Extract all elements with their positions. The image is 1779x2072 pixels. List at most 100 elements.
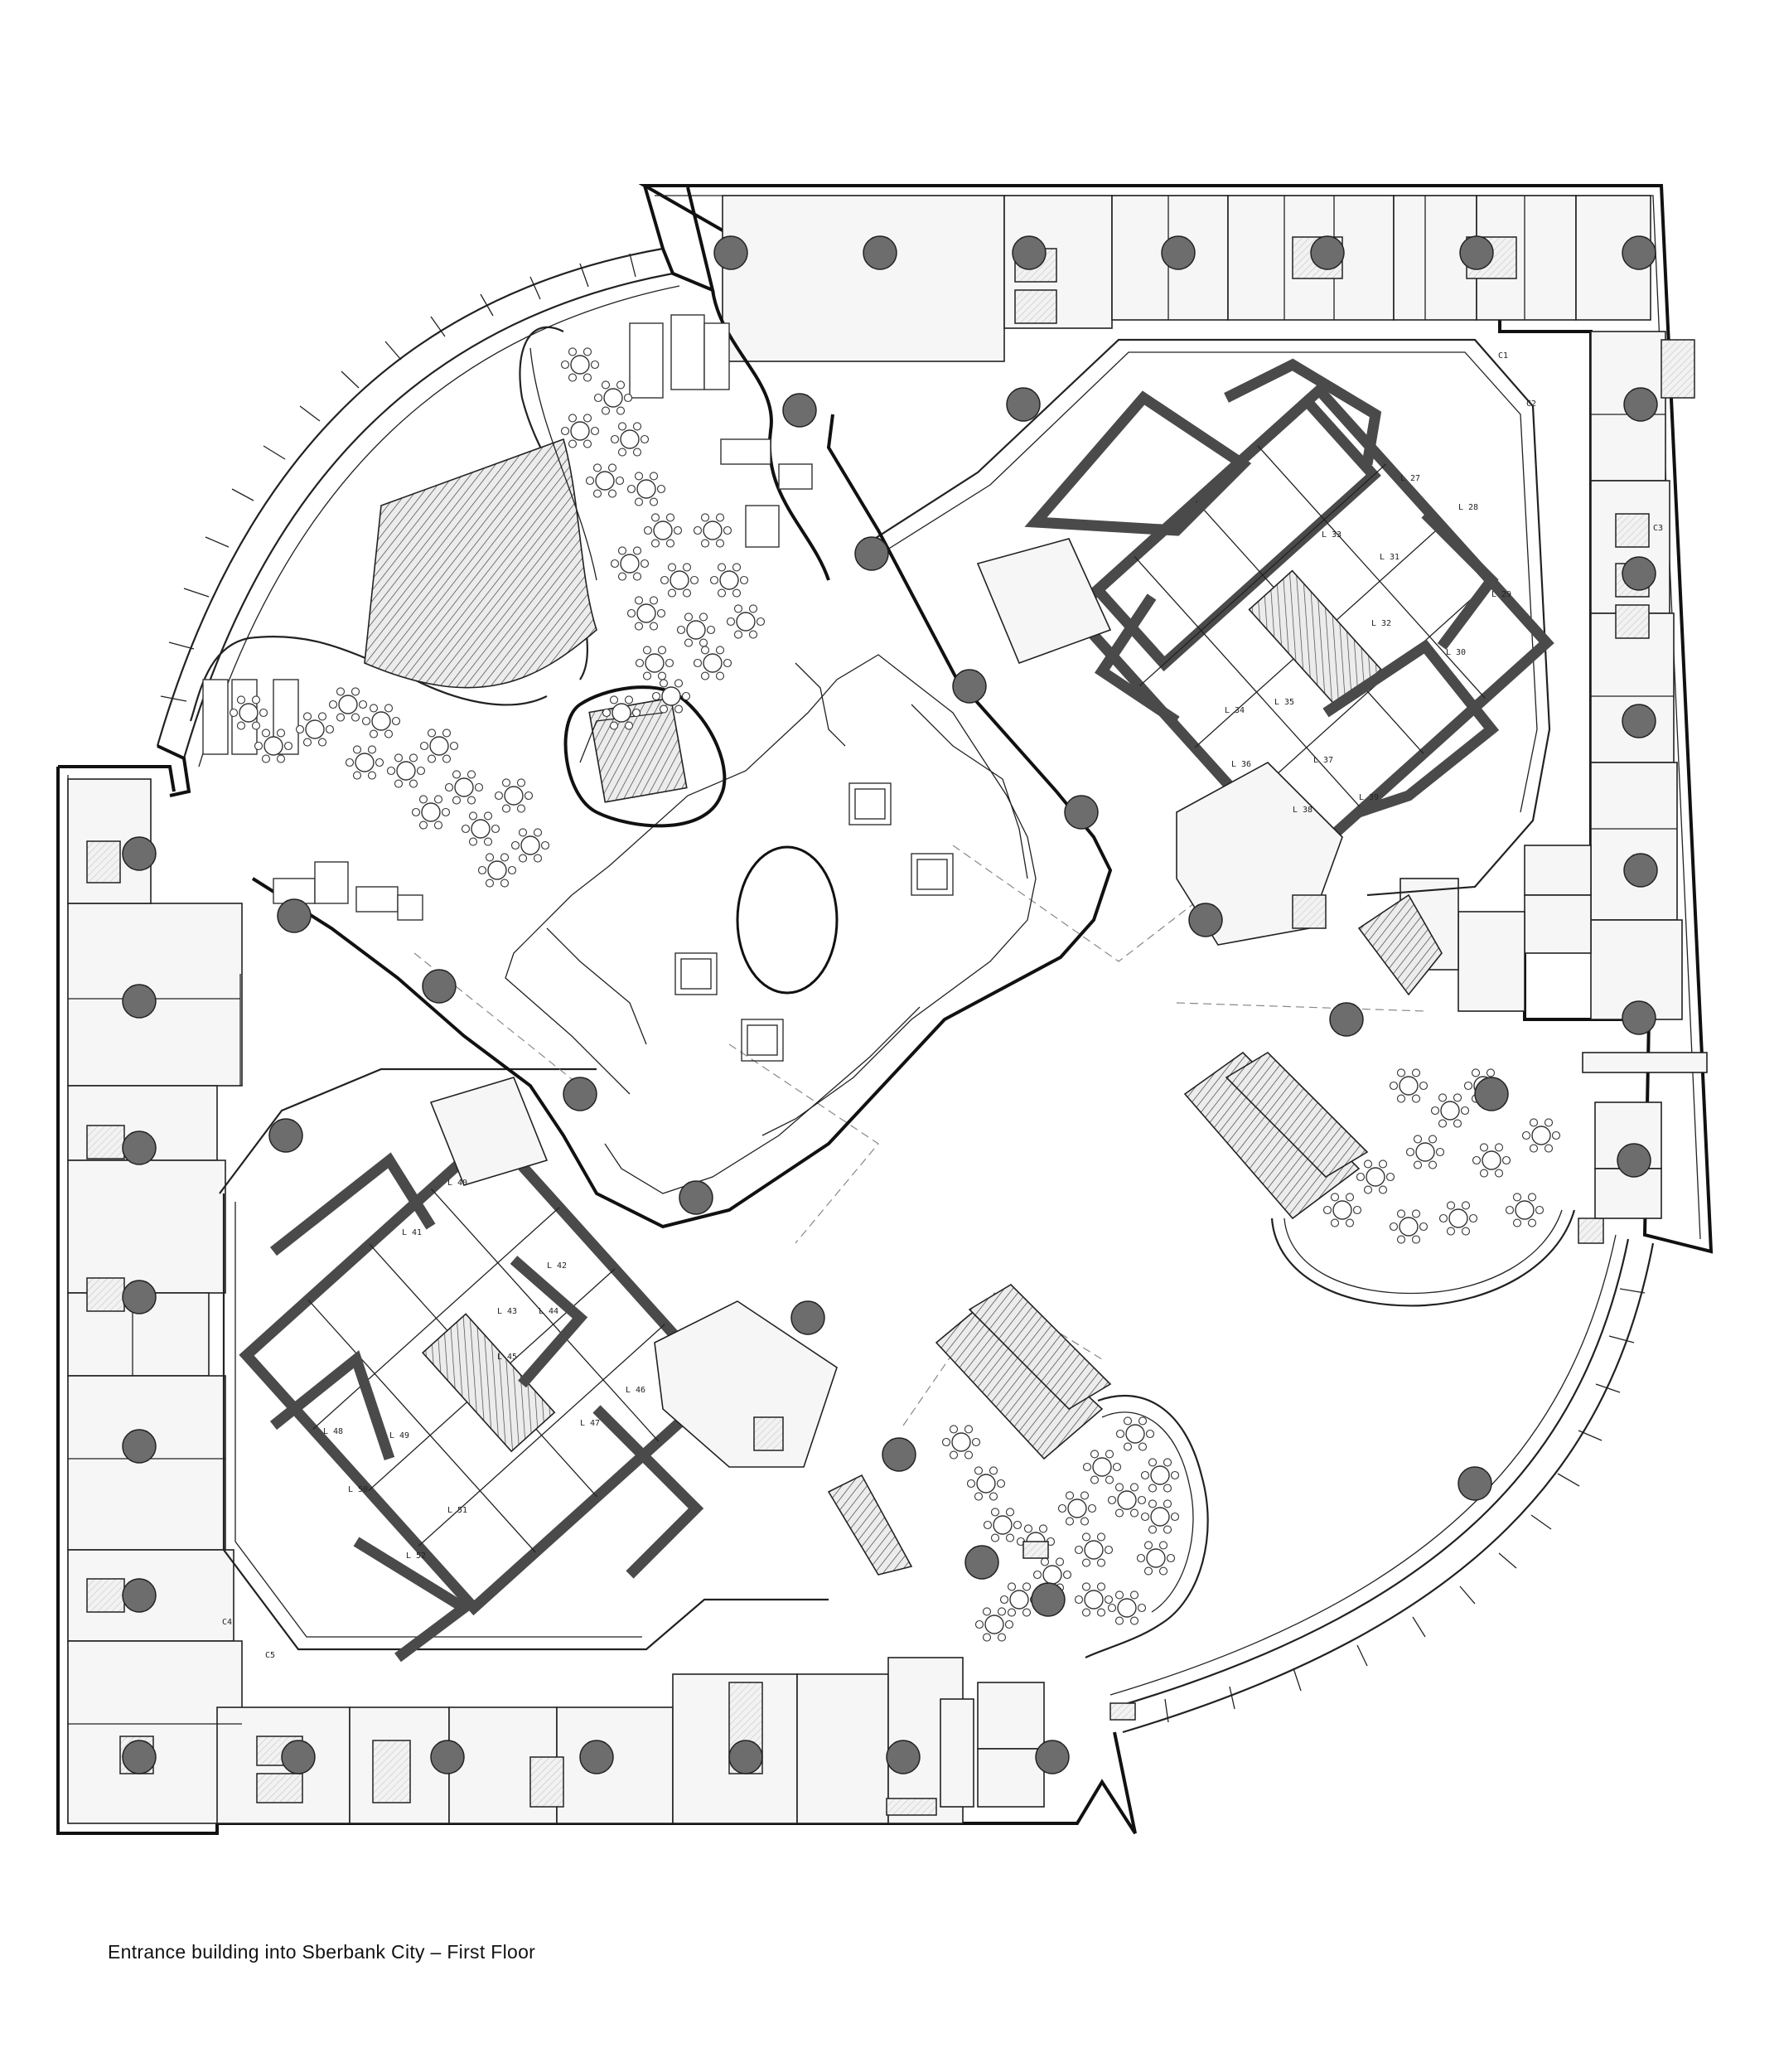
lift-label: L 31 — [1380, 553, 1400, 562]
cafe-table — [693, 646, 732, 680]
structural-columns — [122, 235, 1658, 1774]
column — [122, 1429, 157, 1464]
cafe-table — [494, 778, 534, 813]
cafe-table — [693, 513, 732, 548]
column — [782, 393, 817, 428]
cafe-table — [602, 695, 641, 730]
lift-label: L 35 — [1274, 698, 1294, 707]
column — [1329, 1002, 1364, 1037]
column — [790, 1300, 825, 1335]
cafe-table — [626, 472, 666, 506]
column — [1031, 1582, 1066, 1617]
cafe-table — [941, 1425, 981, 1460]
cafe-table — [361, 704, 401, 738]
lift-label: L 27 — [1400, 474, 1420, 483]
lift-label: L 42 — [547, 1261, 567, 1271]
column — [1622, 1000, 1656, 1035]
lounge-pods — [940, 1101, 1662, 1808]
column — [1035, 1740, 1070, 1774]
cafe-table — [635, 646, 674, 680]
cafe-table — [999, 1582, 1039, 1617]
cafe-table — [1438, 1201, 1478, 1236]
core-label: C1 — [1498, 351, 1508, 361]
cafe-table — [676, 612, 716, 647]
cafe-table — [1430, 1093, 1470, 1128]
cafe-table — [709, 563, 749, 598]
cafe-table — [444, 770, 484, 805]
cafe-table — [461, 811, 500, 846]
column — [1458, 1466, 1492, 1501]
cafe-table — [560, 347, 600, 382]
cafe-table — [1505, 1193, 1545, 1227]
cafe-table — [254, 729, 293, 763]
column — [1623, 387, 1658, 422]
column — [1474, 1077, 1509, 1111]
cafe-table — [411, 795, 451, 830]
column — [728, 1740, 763, 1774]
cafe-table — [643, 513, 683, 548]
column — [122, 984, 157, 1019]
cafe-table — [983, 1508, 1022, 1542]
cafe-table — [1140, 1458, 1180, 1493]
lift-label: L 45 — [497, 1353, 517, 1362]
cafe-table — [966, 1466, 1006, 1501]
cafe-table — [1082, 1450, 1122, 1484]
lift-label: L 39 — [1359, 793, 1379, 802]
column — [122, 836, 157, 871]
column — [1310, 235, 1345, 270]
lift-label: L 28 — [1458, 503, 1478, 512]
cafe-table — [651, 679, 691, 714]
lift-label: L 47 — [580, 1419, 600, 1428]
cafe-table — [610, 422, 650, 457]
column — [281, 1740, 316, 1774]
lift-label: L 36 — [1231, 760, 1251, 769]
lift-label: L 33 — [1322, 530, 1342, 540]
lift-label: L 51 — [447, 1506, 467, 1515]
column — [422, 969, 457, 1004]
cafe-table — [1389, 1209, 1429, 1244]
column — [1012, 235, 1047, 270]
lift-label: L 44 — [539, 1307, 558, 1316]
cafe-table — [1136, 1541, 1176, 1576]
cafe-table — [1107, 1483, 1147, 1518]
lift-label: L 34 — [1225, 706, 1245, 715]
cafe-table — [610, 546, 650, 581]
cafe-table — [1140, 1499, 1180, 1534]
column — [277, 898, 312, 933]
lift-core-top — [1065, 382, 1554, 873]
column — [713, 235, 748, 270]
column — [563, 1077, 597, 1111]
cafe-tables — [229, 347, 1561, 1642]
escalators — [827, 893, 1443, 1576]
office-rooms-top — [722, 195, 1708, 1073]
column — [579, 1740, 614, 1774]
lift-core-bottom — [239, 1126, 728, 1616]
core-label: C4 — [222, 1618, 232, 1627]
column — [679, 1180, 713, 1215]
column — [882, 1437, 916, 1472]
column — [122, 1130, 157, 1165]
core-label: C5 — [265, 1651, 275, 1660]
lift-label: L 41 — [402, 1228, 422, 1237]
column — [1622, 235, 1656, 270]
cafe-table — [560, 414, 600, 448]
column — [854, 536, 889, 571]
core-label: C2 — [1526, 399, 1536, 409]
lift-label: L 37 — [1313, 756, 1333, 765]
restrooms — [429, 538, 1343, 1468]
cafe-table — [1405, 1135, 1445, 1169]
cafe-table — [1074, 1582, 1114, 1617]
column — [1188, 903, 1223, 937]
plan-caption: Entrance building into Sberbank City – F… — [108, 1941, 536, 1963]
cafe-table — [1322, 1193, 1362, 1227]
lift-label: L 52 — [406, 1552, 426, 1561]
column — [122, 1740, 157, 1774]
lift-label: L 29 — [1491, 590, 1511, 599]
column — [122, 1280, 157, 1314]
cafe-table — [1057, 1491, 1097, 1526]
lift-label: L 49 — [389, 1431, 409, 1440]
lift-label: L 50 — [348, 1485, 368, 1494]
column — [952, 669, 987, 704]
lift-label: L 43 — [497, 1307, 517, 1316]
